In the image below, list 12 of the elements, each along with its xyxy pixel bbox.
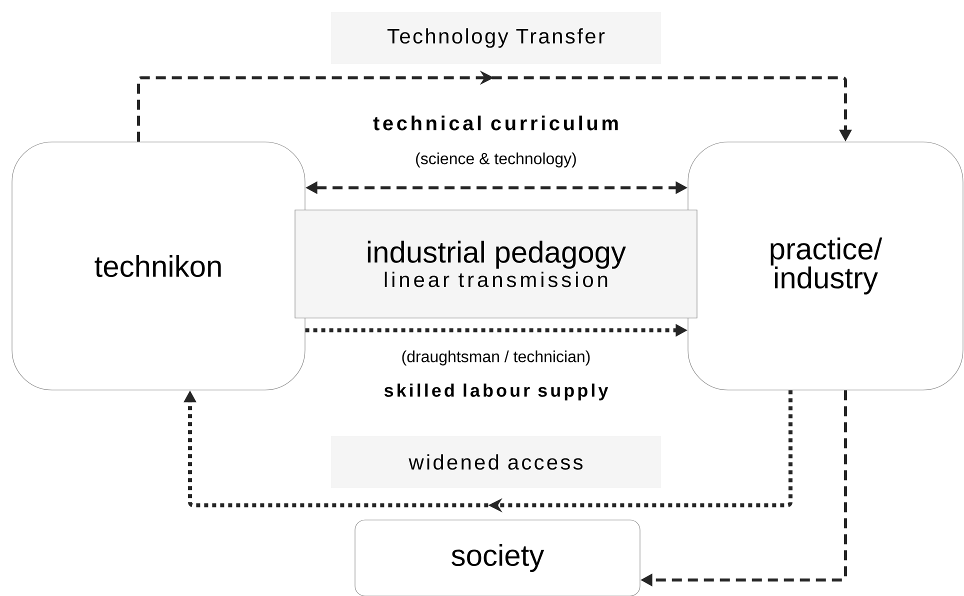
edge-label: Technology Transfer bbox=[331, 12, 661, 64]
rounded-box: society bbox=[354, 520, 640, 596]
text-box: industrial pedagogy linear transmission bbox=[294, 210, 698, 318]
arrow bbox=[184, 390, 792, 512]
arrow bbox=[137, 70, 852, 142]
rounded-box: practice/ industry bbox=[688, 142, 964, 390]
edge-label: technical curriculum bbox=[372, 114, 620, 132]
edge-note: (science & technology) bbox=[414, 152, 578, 168]
edge-note: (draughtsman / technician) bbox=[400, 350, 592, 366]
edge-label: skilled labour supply bbox=[382, 382, 610, 402]
edge-label: widened access bbox=[331, 436, 661, 488]
rounded-box: technikon bbox=[12, 142, 306, 390]
